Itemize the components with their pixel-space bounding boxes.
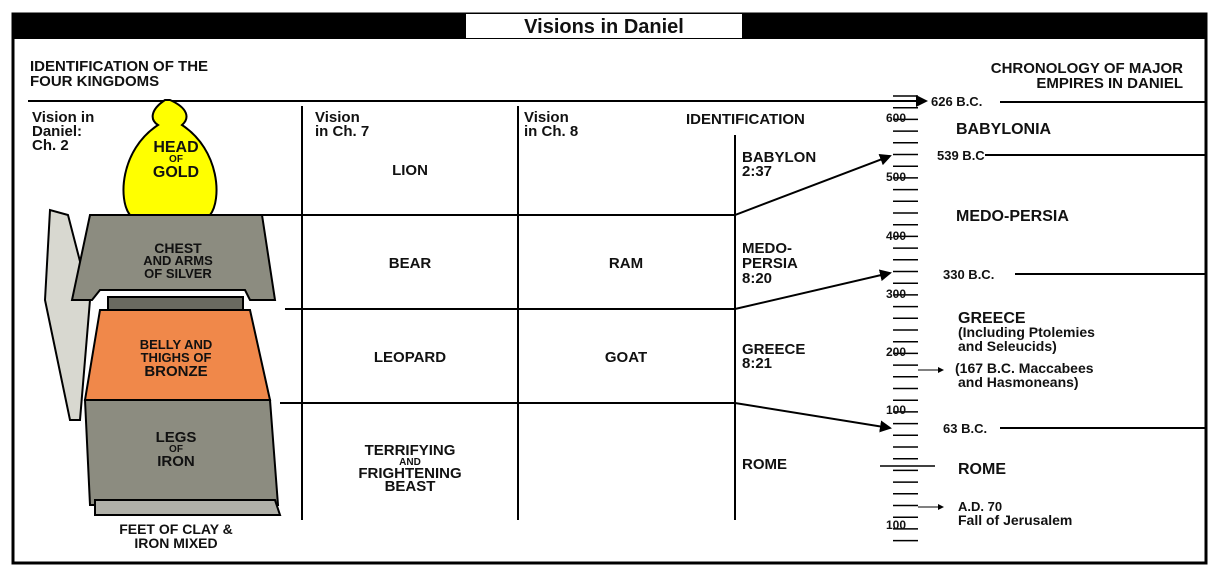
legs-label: LEGS [156,429,197,446]
maccabees-note: and Hasmoneans) [958,374,1079,390]
right-heading-2: EMPIRES IN DANIEL [1036,75,1183,92]
row-rome-ch7: TERRIFYING [365,442,456,459]
row-medo-persia-ch7: BEAR [389,255,432,272]
row-babylon-id: BABYLON [742,149,816,166]
chest-label: CHEST [154,240,202,256]
col-ch8-header: Vision [524,109,569,126]
empire-medo-persia: MEDO-PERSIA [956,208,1069,225]
head-label: GOLD [153,164,199,181]
scale-label: 300 [886,287,906,301]
row-greece-ch8: GOAT [605,349,647,366]
row-greece-id: 8:21 [742,355,772,372]
belly-label: THIGHS OF [141,350,212,365]
row-babylon-ch7: LION [392,162,428,179]
col-ch2-header: Ch. 2 [32,137,69,154]
feet [94,499,282,516]
empire-greece: GREECE [958,310,1026,327]
timeline-ticks [880,95,935,542]
col-ch7-header: Vision [315,109,360,126]
left-heading-2: FOUR KINGDOMS [30,73,159,90]
title-box [466,14,742,38]
chest-of-silver [70,214,277,301]
col-ch2-header: Vision in [32,109,94,126]
greece-note: (Including Ptolemies [958,324,1095,340]
ad70-note: Fall of Jerusalem [958,512,1072,528]
diagram-title: Visions in Daniel [524,16,684,38]
scale-label: 100 [886,403,906,417]
row-medo-persia-id: 8:20 [742,270,772,287]
feet-label: FEET OF CLAY & [119,521,233,537]
statue: HEAD OF GOLD CHEST AND ARMS OF SILVER BE… [43,99,282,551]
grid-lines [28,95,1206,520]
col-identification-header: IDENTIFICATION [686,111,805,128]
date-330bc: 330 B.C. [943,267,994,282]
head-label: HEAD [153,139,198,156]
maccabees-note: (167 B.C. Maccabees [955,360,1094,376]
date-626bc: 626 B.C. [931,94,982,109]
row-rome-id: ROME [742,456,787,473]
chest-label: AND ARMS [143,253,213,268]
row-rome-ch7: AND [399,457,421,468]
scale-label: 500 [886,170,906,184]
greece-note: and Seleucids) [958,338,1057,354]
legs-of-iron [83,399,280,506]
legs-label: OF [169,444,183,455]
date-539bc: 539 B.C [937,148,985,163]
row-rome-ch7: BEAST [385,478,436,495]
scale-label: 100 [886,518,906,532]
ad70-note: A.D. 70 [958,499,1002,514]
row-medo-persia-ch8: RAM [609,255,643,272]
head-label: OF [169,154,183,165]
left-heading-1: IDENTIFICATION OF THE [30,58,208,75]
belt [107,296,244,311]
scale-label: 400 [886,229,906,243]
belly-label: BRONZE [144,363,207,380]
row-medo-persia-id: MEDO- [742,240,792,257]
feet-label: IRON MIXED [134,535,217,551]
legs-label: IRON [157,453,195,470]
date-63bc: 63 B.C. [943,421,987,436]
cape [43,208,92,421]
empire-rome: ROME [958,461,1006,478]
empire-babylonia: BABYLONIA [956,121,1052,138]
scale-label: 600 [886,111,906,125]
row-medo-persia-id: PERSIA [742,255,798,272]
chest-label: OF SILVER [144,266,212,281]
right-heading-1: CHRONOLOGY OF MAJOR [991,60,1183,77]
row-rome-ch7: FRIGHTENING [358,465,461,482]
row-greece-ch7: LEOPARD [374,349,446,366]
row-babylon-id: 2:37 [742,163,772,180]
scale-label: 200 [886,345,906,359]
col-ch8-header: in Ch. 8 [524,123,578,140]
col-ch2-header: Daniel: [32,123,82,140]
belly-label: BELLY AND [140,337,212,352]
row-greece-id: GREECE [742,341,805,358]
col-ch7-header: in Ch. 7 [315,123,369,140]
